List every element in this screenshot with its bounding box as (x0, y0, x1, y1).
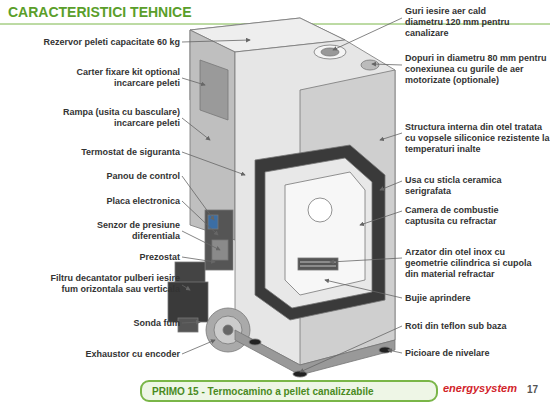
part-label: Carter fixare kit optional incarcare pel… (48, 67, 180, 89)
part-label: Prezostat (5, 252, 180, 263)
part-label: Termostat de siguranta (5, 147, 180, 158)
stove-body (168, 18, 395, 377)
part-label: Exhaustor cu encoder (5, 349, 180, 360)
part-label: Roti din teflon sub baza (405, 321, 545, 332)
part-label: Rampa (usita cu basculare) incarcare pel… (43, 107, 180, 129)
part-label: Rezervor peleti capacitate 60 kg (5, 37, 180, 48)
part-label: Placa electronica (5, 196, 180, 207)
footer-band: PRIMO 15 - Termocamino a pellet canalizz… (140, 380, 438, 402)
part-label: Panou de control (5, 171, 180, 182)
part-label: Dopuri in diametru 80 mm pentru conexiun… (405, 53, 548, 86)
part-label: Structura interna din otel tratata cu vo… (405, 122, 550, 155)
part-label: Senzor de presiune diferentiala (78, 220, 180, 242)
part-label: Sonda fum (5, 318, 180, 329)
slide-title: CARACTERISTICI TEHNICE (8, 4, 192, 20)
part-label: Picioare de nivelare (405, 348, 545, 359)
footer-text: PRIMO 15 - Termocamino a pellet canalizz… (152, 386, 374, 397)
part-label: Guri iesire aer cald diametru 120 mm pen… (405, 6, 525, 39)
brand-logo: energysystem (443, 383, 513, 394)
page-number: 17 (527, 384, 547, 395)
part-label: Filtru decantator pulberi iesire fum ori… (50, 273, 180, 295)
part-label: Usa cu sticla ceramica serigrafata (405, 175, 523, 197)
part-label: Arzator din otel inox cu geometrie cilin… (405, 247, 547, 280)
part-label: Camera de combustie captusita cu refract… (405, 205, 527, 227)
part-label: Bujie aprindere (405, 293, 545, 304)
leader-lines (182, 18, 402, 372)
